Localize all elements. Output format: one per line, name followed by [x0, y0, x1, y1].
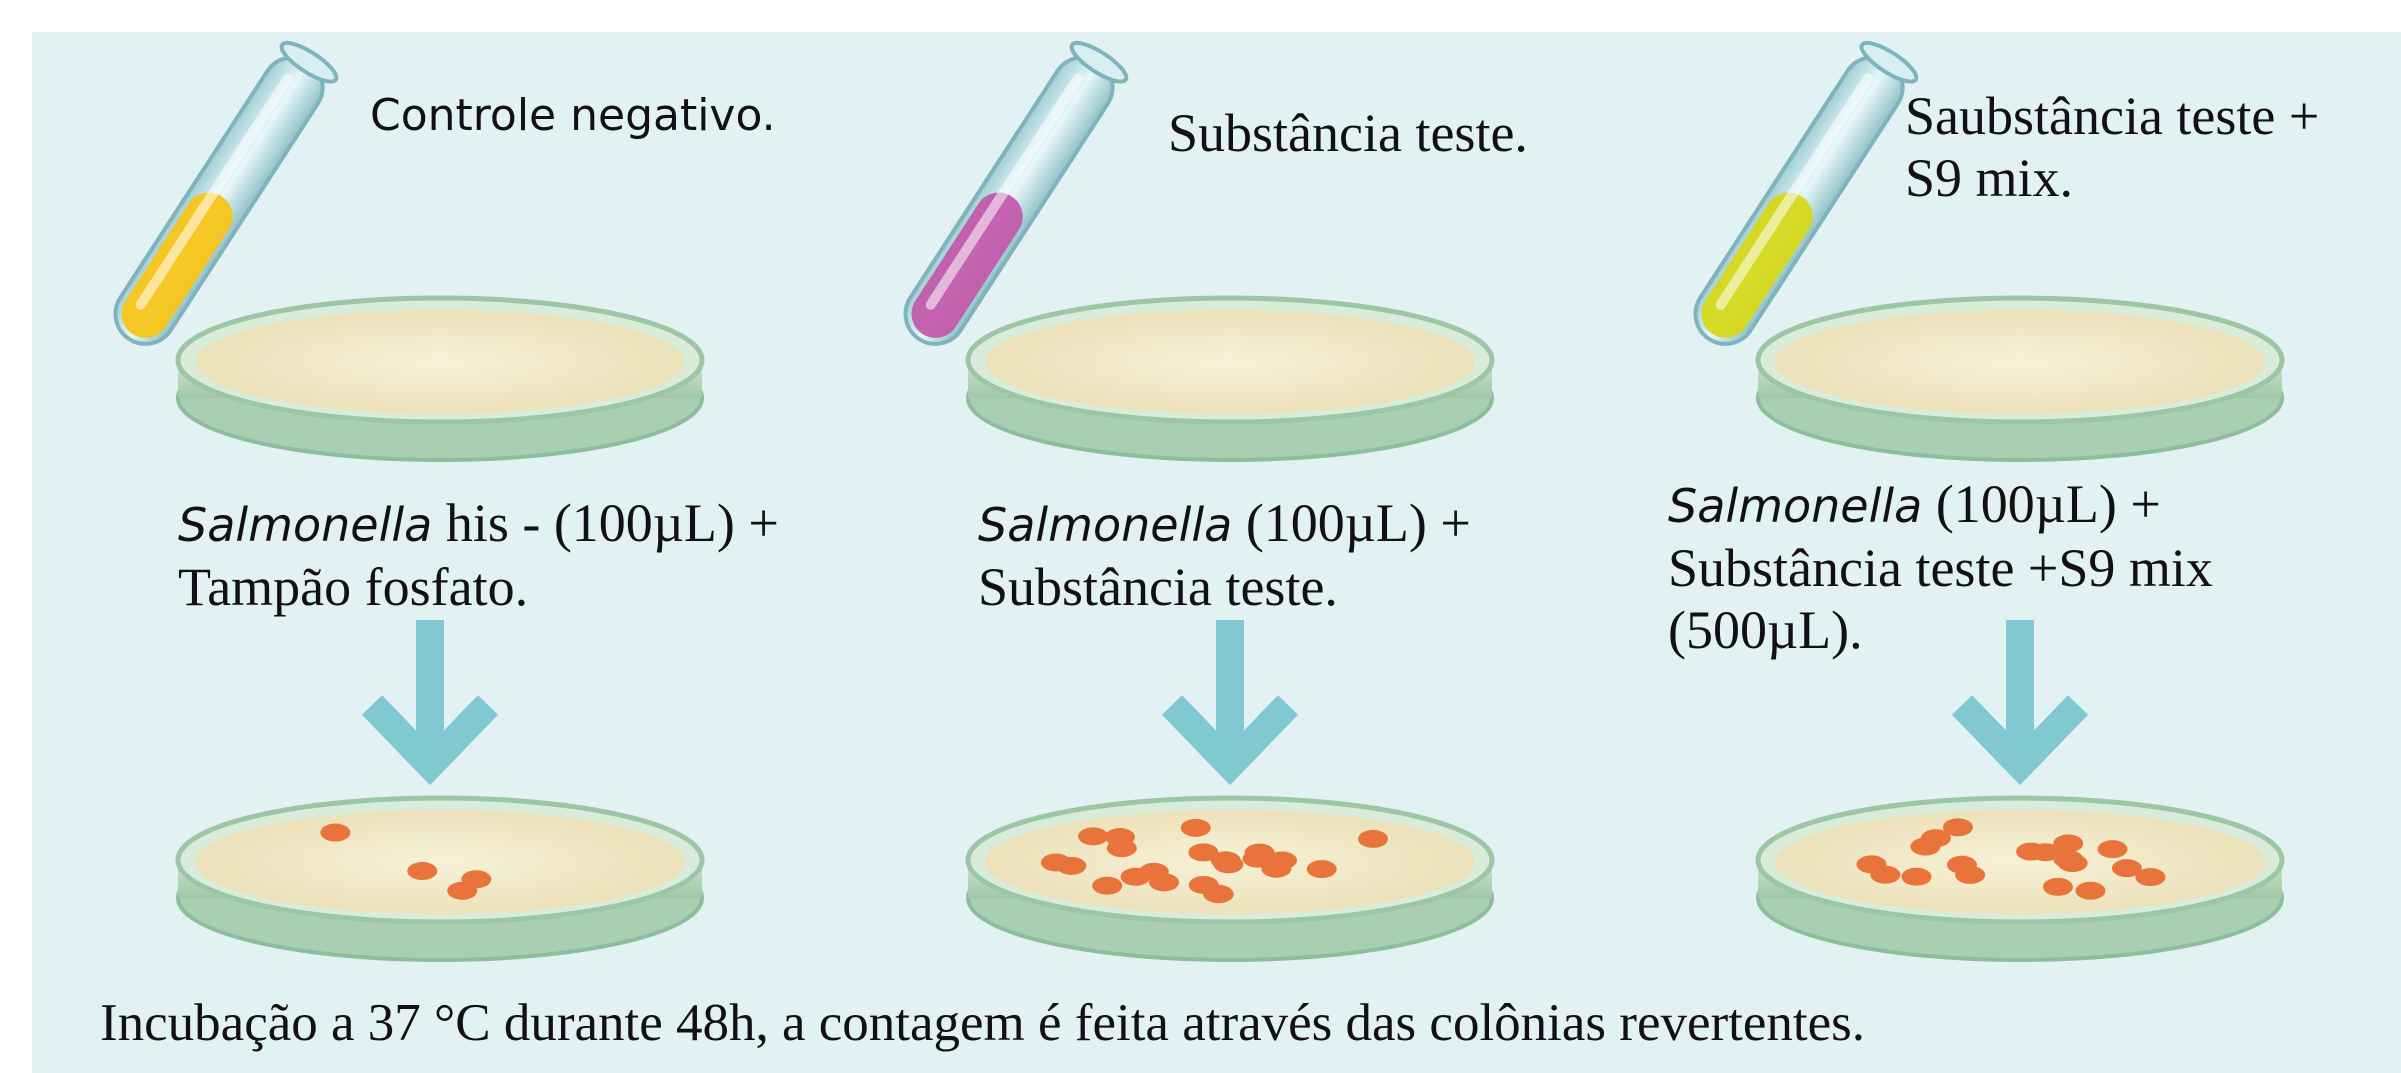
- down-arrow-icon: [361, 620, 499, 786]
- colony: [1210, 851, 1241, 870]
- tube-title-test-substance: Substância teste.: [1168, 103, 1528, 163]
- colony: [1870, 865, 1901, 884]
- procedure-text-negative-control: Salmonella his - (100µL) + Tampão fosfat…: [178, 492, 779, 618]
- tube-highlight: [135, 73, 293, 310]
- colony: [1901, 867, 1932, 886]
- top-petri-dish: [965, 295, 1495, 462]
- colony: [1266, 851, 1297, 870]
- colony: [1120, 867, 1151, 886]
- colony: [1149, 873, 1180, 892]
- colony: [1203, 885, 1234, 904]
- test-tube-icon: [113, 40, 339, 346]
- footer-caption: Incubação a 37 °C durante 48h, a contage…: [100, 994, 1866, 1052]
- colony: [2053, 850, 2084, 869]
- colony: [2053, 834, 2084, 853]
- bottom-petri-dish: [965, 795, 1495, 962]
- colony: [2135, 868, 2166, 887]
- agar-surface: [1775, 810, 2265, 914]
- colony: [1056, 856, 1087, 875]
- down-arrow-icon: [1951, 620, 2089, 786]
- colony: [1104, 828, 1135, 847]
- colony: [1942, 818, 1973, 837]
- arrow-head: [1161, 695, 1299, 786]
- top-petri-dish: [175, 295, 705, 462]
- colony: [1358, 829, 1389, 848]
- organism-name: Salmonella: [178, 498, 433, 552]
- procedure-text-test-substance: Salmonella (100µL) + Substância teste.: [978, 492, 1471, 618]
- agar-surface: [985, 310, 1475, 414]
- test-tube-icon: [1693, 40, 1919, 346]
- bottom-petri-dish: [1755, 795, 2285, 962]
- colony: [2042, 877, 2073, 896]
- colony: [407, 862, 438, 881]
- colony: [1955, 865, 1986, 884]
- procedure-line-1: his - (100µL) +: [432, 493, 779, 553]
- colony: [461, 870, 492, 889]
- colony: [320, 823, 351, 842]
- arrow-head: [1951, 695, 2089, 786]
- agar-surface: [195, 810, 685, 914]
- agar-surface: [1775, 310, 2265, 414]
- tube-title-line-2: S9 mix.: [1905, 148, 2074, 208]
- down-arrow-icon: [1161, 620, 1299, 786]
- tube-rim: [1859, 40, 1919, 84]
- arrow-head: [361, 695, 499, 786]
- procedure-line-2: Tampão fosfato.: [178, 557, 529, 617]
- organism-name: Salmonella: [978, 498, 1233, 552]
- procedure-text-test-substance-s9: Salmonella (100µL) + Substância teste +S…: [1668, 473, 2213, 661]
- agar-surface: [195, 310, 685, 414]
- tube-liquid: [121, 192, 233, 338]
- tube-title-negative-control: Controle negativo.: [370, 90, 776, 141]
- colony: [1188, 843, 1219, 862]
- procedure-line-3: (500µL).: [1668, 600, 1863, 660]
- tube-rim: [279, 40, 339, 84]
- tube-liquid: [911, 192, 1023, 338]
- procedure-line-1: (100µL) +: [1232, 493, 1471, 553]
- tube-liquid: [1701, 192, 1813, 338]
- colony: [1078, 827, 1109, 846]
- tube-highlight: [925, 73, 1083, 310]
- tube-title-test-substance-s9: Saubstância teste + S9 mix.: [1905, 85, 2319, 209]
- tube-highlight: [1715, 73, 1873, 310]
- top-petri-dish: [1755, 295, 2285, 462]
- procedure-line-2: Substância teste +S9 mix: [1668, 538, 2213, 598]
- test-tube-icon: [903, 40, 1129, 346]
- colony: [2111, 859, 2142, 878]
- colony: [1180, 818, 1211, 837]
- tube-rim: [1069, 40, 1129, 84]
- organism-name: Salmonella: [1668, 479, 1923, 533]
- colony: [2030, 843, 2061, 862]
- colony: [1306, 860, 1337, 879]
- procedure-line-1: (100µL) +: [1922, 474, 2161, 534]
- colony: [1092, 876, 1123, 895]
- colony: [2075, 881, 2106, 900]
- colony: [1242, 849, 1273, 868]
- tube-title-line-1: Saubstância teste +: [1905, 86, 2320, 146]
- bottom-petri-dish: [175, 795, 705, 962]
- colony: [1920, 829, 1951, 848]
- colony: [2097, 840, 2128, 859]
- procedure-line-2: Substância teste.: [978, 557, 1338, 617]
